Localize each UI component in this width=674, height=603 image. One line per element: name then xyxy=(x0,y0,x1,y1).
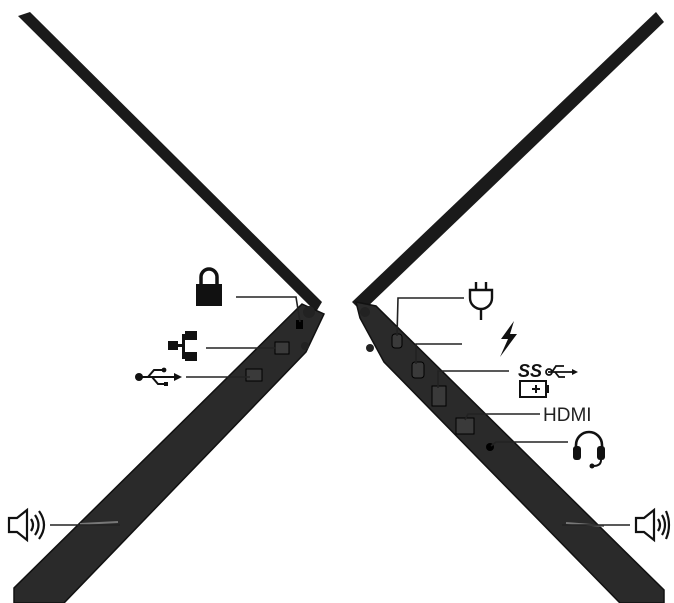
right-thunderbolt-port xyxy=(411,361,425,379)
right-laptop xyxy=(352,12,665,603)
right-usb-c-power-port xyxy=(391,333,403,349)
left-usb-port xyxy=(245,368,263,382)
left-laptop xyxy=(13,12,326,603)
right-laptop-base xyxy=(354,301,665,603)
usb-icon xyxy=(135,367,182,386)
headset-icon xyxy=(573,430,605,469)
left-lock-slot xyxy=(296,320,303,329)
right-leader-lines xyxy=(396,297,630,526)
left-hinge xyxy=(303,306,315,318)
speaker-icon-right xyxy=(634,507,671,543)
speaker-icon xyxy=(7,507,46,543)
power-plug-icon xyxy=(468,282,494,320)
left-leader-lines xyxy=(50,296,301,526)
left-speaker-grille xyxy=(79,521,119,525)
right-foot xyxy=(366,344,374,352)
left-foot xyxy=(301,342,309,350)
left-laptop-lid xyxy=(18,12,322,312)
hdmi-label: HDMI xyxy=(543,405,592,426)
thunderbolt-icon xyxy=(500,321,517,357)
right-hdmi-port xyxy=(455,417,475,435)
left-ethernet-port xyxy=(274,341,290,355)
superspeed-label: SS xyxy=(518,361,542,381)
lock-icon xyxy=(196,267,222,306)
right-usb-a-port xyxy=(431,385,447,407)
right-hinge xyxy=(360,307,370,317)
right-laptop-lid xyxy=(352,12,664,312)
network-icon xyxy=(168,331,197,361)
usb-ss-battery-icon: SS xyxy=(518,361,578,398)
